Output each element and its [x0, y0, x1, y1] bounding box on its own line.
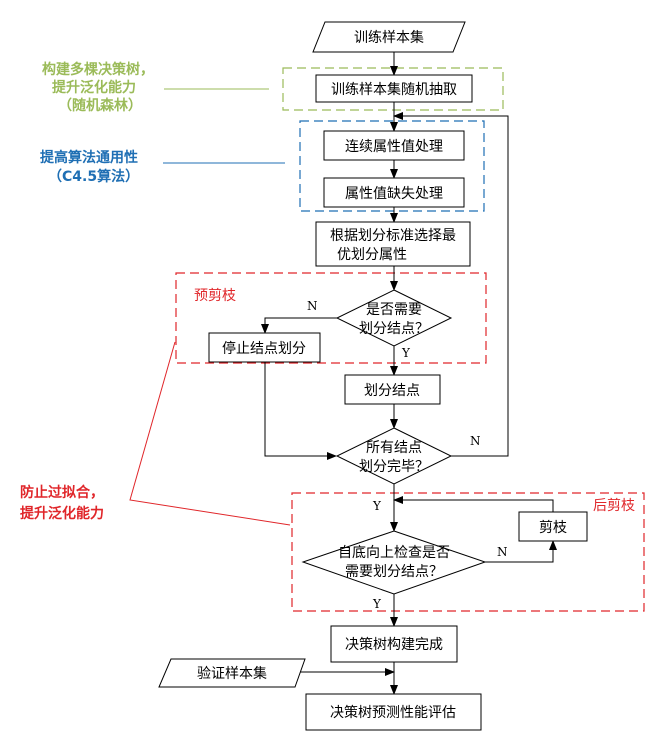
evaluate-label: 决策树预测性能评估	[330, 704, 456, 721]
validation-set-node	[158, 658, 306, 688]
all-done-label-2: 划分完毕？	[359, 459, 429, 475]
c45-line-1: 提高算法通用性	[40, 149, 138, 166]
split-node	[344, 374, 441, 405]
missing-attr-node	[323, 177, 465, 208]
overfit-line-1: 防止过拟合，	[20, 484, 104, 501]
overfit-annotation: 防止过拟合， 提升泛化能力	[20, 484, 104, 522]
need-split-yes-label: Y	[401, 346, 411, 360]
stop-split-label: 停止结点划分	[222, 340, 306, 357]
random-sample-label: 训练样本集随机抽取	[331, 81, 457, 98]
c45-region	[299, 120, 485, 212]
all-done-yes-label: Y	[372, 499, 382, 513]
edge-prune-check	[393, 496, 554, 512]
random-sample-node	[315, 74, 473, 103]
check-label-1: 自底向上检查是否	[338, 545, 450, 561]
c45-line-2: （C4.5算法）	[48, 168, 139, 185]
need-split-label-2: 划分结点？	[359, 321, 429, 337]
tree-done-label: 决策树构建完成	[345, 636, 443, 653]
missing-attr-label: 属性值缺失处理	[345, 186, 443, 202]
edge-check-prune	[485, 540, 557, 563]
stop-split-node	[208, 332, 321, 363]
check-decision	[301, 530, 487, 595]
all-done-no-label: N	[470, 434, 481, 448]
tree-done-node	[330, 625, 458, 663]
post-pruning-region	[291, 492, 645, 612]
split-node-label: 划分结点	[364, 383, 420, 399]
check-label-2: 需要划分结点？	[345, 564, 443, 580]
pre-pruning-region	[175, 272, 487, 364]
c45-annotation: 提高算法通用性 （C4.5算法）	[40, 149, 139, 185]
random-forest-region	[282, 67, 504, 111]
evaluate-node	[305, 693, 482, 731]
need-split-no-label: N	[307, 299, 318, 313]
check-no-label: N	[497, 545, 508, 559]
all-done-decision	[335, 427, 453, 485]
edges	[261, 52, 557, 695]
validation-set-label: 验证样本集	[197, 665, 267, 682]
pre-pruning-label: 预剪枝	[194, 288, 236, 304]
overfit-connector	[129, 341, 291, 526]
all-done-label-1: 所有结点	[366, 440, 422, 456]
prune-node	[518, 511, 588, 542]
select-attr-node	[315, 221, 471, 267]
edge-alldone-loop	[393, 112, 509, 457]
edge-needsplit-stop	[261, 317, 337, 334]
overfit-line-2: 提升泛化能力	[20, 505, 104, 522]
random-forest-line-3: （随机森林）	[58, 97, 142, 114]
random-forest-line-1: 构建多棵决策树，	[42, 61, 154, 78]
need-split-decision	[335, 289, 453, 347]
continuous-attr-node	[323, 130, 465, 161]
train-set-node	[312, 21, 466, 53]
need-split-label-1: 是否需要	[366, 302, 422, 318]
check-yes-label: Y	[372, 597, 382, 611]
random-forest-line-2: 提升泛化能力	[52, 79, 136, 96]
random-forest-annotation: 构建多棵决策树， 提升泛化能力 （随机森林）	[42, 61, 154, 114]
prune-label: 剪枝	[539, 520, 567, 536]
edge-stop-alldone	[264, 362, 337, 460]
select-attr-label-1: 根据划分标准选择最	[330, 228, 456, 244]
train-set-label: 训练样本集	[354, 29, 424, 46]
select-attr-label-2: 优划分属性	[337, 247, 407, 263]
continuous-attr-label: 连续属性值处理	[345, 138, 443, 155]
post-pruning-label: 后剪枝	[593, 498, 635, 514]
